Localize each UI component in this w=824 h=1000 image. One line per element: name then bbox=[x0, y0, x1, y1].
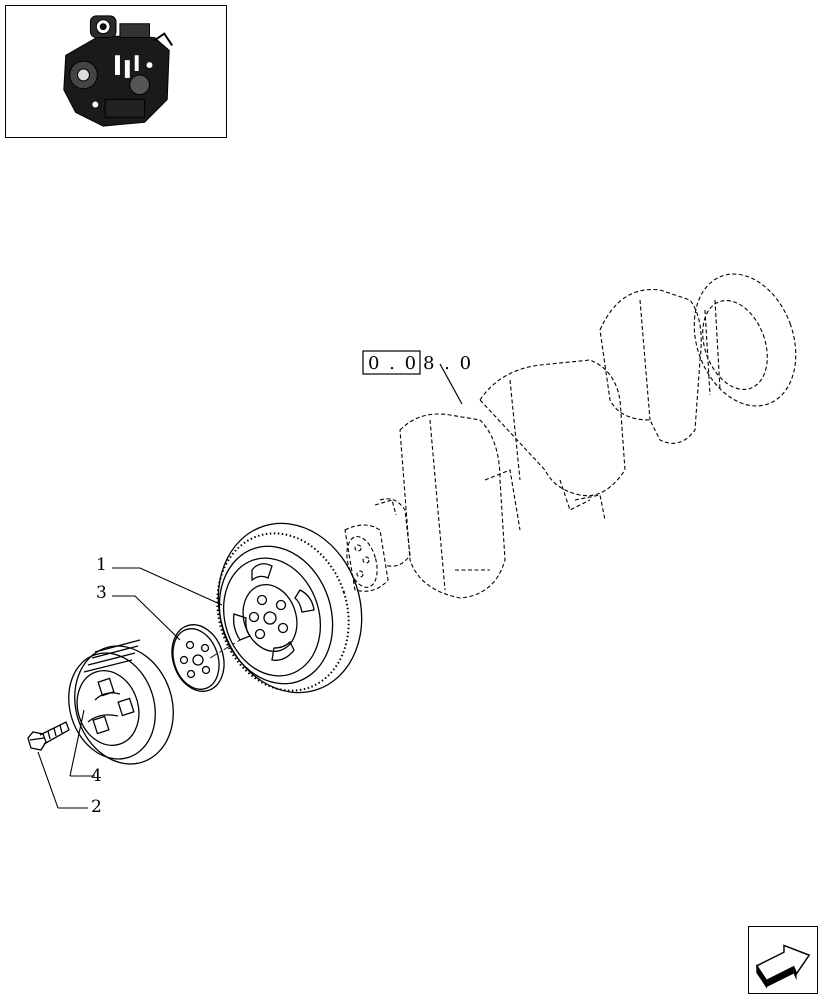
belt-pulley bbox=[68, 639, 174, 765]
callout-2: 2 bbox=[91, 797, 102, 817]
spacer-plate bbox=[171, 624, 225, 692]
reference-box[interactable]: 0 . 0 8 . 0 bbox=[362, 350, 473, 375]
next-page-arrow-icon bbox=[755, 944, 811, 989]
callout-4: 4 bbox=[91, 766, 102, 786]
reference-box-label: 0 . 0 bbox=[368, 353, 418, 374]
bolt bbox=[27, 721, 70, 751]
reference-suffix: 8 . 0 bbox=[423, 353, 473, 374]
callout-1: 1 bbox=[96, 555, 107, 575]
crankshaft bbox=[344, 273, 797, 599]
next-page-button[interactable] bbox=[748, 926, 818, 994]
callout-3: 3 bbox=[96, 583, 107, 603]
engine-thumbnail-icon bbox=[63, 15, 173, 127]
engine-thumbnail bbox=[5, 5, 227, 138]
damper-pulley bbox=[216, 522, 363, 694]
